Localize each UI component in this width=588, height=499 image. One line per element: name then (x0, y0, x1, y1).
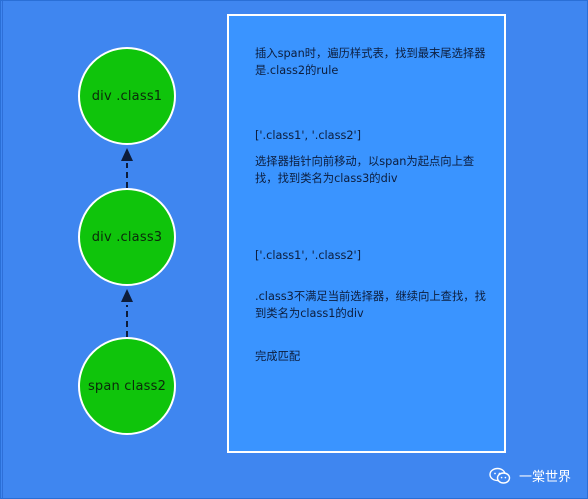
node-span-class2-label: span class2 (87, 378, 167, 394)
panel-step-3: .class3不满足当前选择器，继续向上查找，找到类名为class1的div (255, 290, 486, 320)
panel-step-2: 选择器指针向前移动，以span为起点向上查找，找到类名为class3的div (255, 155, 475, 185)
wechat-icon (489, 467, 511, 484)
panel-state-2: ['.class1', '.class2'] (255, 249, 362, 262)
node-div-class3: div .class3 (78, 188, 176, 286)
watermark: 一棠世界 (489, 466, 571, 485)
node-div-class1: div .class1 (78, 47, 176, 145)
left-edge-line (2, 1, 3, 498)
watermark-text: 一棠世界 (518, 470, 571, 485)
panel-state-1: ['.class1', '.class2'] (255, 129, 362, 142)
node-span-class2: span class2 (78, 337, 176, 435)
node-div-class1-label: div .class1 (91, 88, 163, 104)
explanation-panel (227, 14, 506, 453)
panel-result: 完成匹配 (255, 350, 301, 363)
panel-step-1: 插入span时，遍历样式表，找到最末尾选择器是.class2的rule (255, 47, 486, 77)
node-div-class3-label: div .class3 (91, 229, 163, 245)
arrowhead-up-middle (121, 289, 133, 302)
arrowhead-up-top (121, 148, 133, 161)
